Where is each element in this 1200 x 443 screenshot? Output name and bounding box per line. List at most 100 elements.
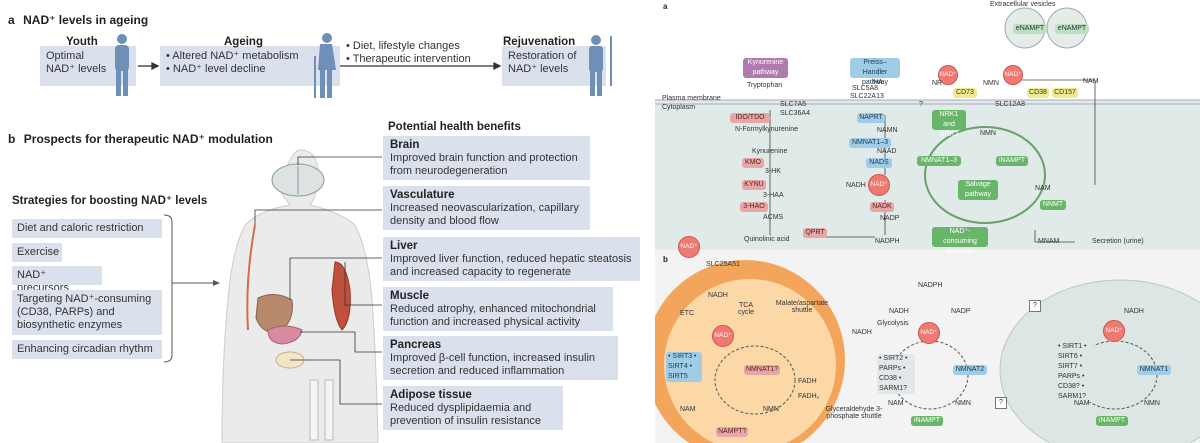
rejuvenation-heading: Rejuvenation xyxy=(503,36,576,48)
ageing-heading: Ageing xyxy=(224,36,263,48)
strategy-item: Exercise xyxy=(12,243,62,262)
nmnat13-label: NMNAT1–3 xyxy=(849,138,891,148)
benefit-title: Adipose tissue xyxy=(390,389,472,401)
rejuvenated-figure-icon xyxy=(589,35,612,96)
section-b-letter: b xyxy=(8,132,16,146)
benefit-adipose: Adipose tissue Reduced dysplipidaemia an… xyxy=(383,386,563,430)
cd73-label: CD73 xyxy=(953,88,977,98)
strategies-title: Strategies for boosting NAD⁺ levels xyxy=(12,195,208,207)
nadh-nuc-label: NADH xyxy=(1124,308,1144,315)
nad-node: NAD⁺ xyxy=(1103,320,1125,342)
intervention-item1: • Diet, lifestyle changes xyxy=(346,40,460,52)
etc-label: ETC xyxy=(680,310,694,317)
benefit-title: Pancreas xyxy=(390,339,442,351)
ageing-box: • Altered NAD⁺ metabolism • NAD⁺ level d… xyxy=(160,46,340,86)
muscle-icon xyxy=(331,261,351,331)
youth-line1: Optimal xyxy=(46,50,84,62)
strategy-item: Targeting NAD⁺-consuming (CD38, PARPs) a… xyxy=(12,290,162,335)
cd157-label: CD157 xyxy=(1052,88,1078,98)
nads-label: NADS xyxy=(866,158,892,168)
slc12a8-label: SLC12A8 xyxy=(995,101,1025,108)
nad-consuming-box: NAD⁺-consuming enzymes xyxy=(932,227,988,255)
benefit-title: Brain xyxy=(390,139,420,151)
nmnat2-label: NMNAT2 xyxy=(953,365,987,375)
nad-node: NAD⁺ xyxy=(938,65,958,85)
fadh-label: FADH xyxy=(798,378,817,385)
benefit-text: Improved β-cell function, increased insu… xyxy=(390,352,596,377)
ido-tdo-label: IDO/TDO xyxy=(730,113,770,123)
three-hk-label: 3-HK xyxy=(765,168,781,175)
section-a-title: NAD⁺ levels in ageing xyxy=(23,13,149,27)
n-formyl-label: N-Formylkynurenine xyxy=(735,126,799,133)
glycolysis-label: Glycolysis xyxy=(877,320,909,327)
nmn-inner-label: NMN xyxy=(980,130,996,137)
youth-figure-icon xyxy=(115,34,129,96)
benefit-title: Vasculature xyxy=(390,189,455,201)
slc25a51-label: SLC25A51 xyxy=(706,261,740,268)
nmn-mito-label: NMN xyxy=(763,406,779,413)
inampt-nuc-label: iNAMPT xyxy=(1096,416,1128,426)
section-b-title: Prospects for therapeutic NAD⁺ modulatio… xyxy=(23,132,273,146)
qprt-label: QPRT xyxy=(803,228,827,238)
three-hao-label: 3-HAO xyxy=(740,202,768,212)
extracellular-vesicles-label: Extracellular vesicles xyxy=(990,1,1056,8)
ageing-figures xyxy=(115,33,612,98)
nam-nuc-label: NAM xyxy=(1074,400,1090,407)
nmn-cyto-label: NMN xyxy=(955,400,971,407)
right-a-letter: a xyxy=(663,2,668,11)
kynurenine-pathway-box: Kynurenine pathway xyxy=(743,58,788,78)
enampt-label: eNAMPT xyxy=(1055,24,1089,34)
nad-node: NAD⁺ xyxy=(868,174,890,196)
nadph-label: NADPH xyxy=(875,238,900,245)
cyto-consumers-label: • SIRT2 • PARPs • CD38 • SARM1? xyxy=(877,354,915,394)
benefit-text: Improved brain function and protection f… xyxy=(390,152,578,177)
tryptophan-label: Tryptophan xyxy=(747,82,783,89)
three-haa-label: 3-HAA xyxy=(763,192,784,199)
slc36a4-label: SLC36A4 xyxy=(780,110,810,117)
salvage-pathway-box: Salvage pathway xyxy=(958,180,998,200)
nam-mito-label: NAM xyxy=(680,406,696,413)
benefit-text: Increased neovascularization, capillary … xyxy=(390,202,579,227)
nadp-cyto-label: NADP xyxy=(951,308,971,315)
nmn-nuc-label: NMN xyxy=(1144,400,1160,407)
benefit-text: Improved liver function, reduced hepatic… xyxy=(390,253,632,278)
nadp-label: NADP xyxy=(880,215,900,222)
acms-label: ACMS xyxy=(763,214,784,221)
naprt-label: NAPRT xyxy=(857,113,885,123)
fadh2-label: FADH₂ xyxy=(798,393,820,400)
liver-icon xyxy=(255,294,293,334)
secretion-label: Secretion (urine) xyxy=(1092,238,1144,245)
benefit-text: Reduced dysplipidaemia and prevention of… xyxy=(390,402,542,427)
preiss-handler-box: Preiss–Handler pathway xyxy=(850,58,900,86)
plasma-membrane-label: Plasma membrane xyxy=(662,95,721,102)
interventions: • Diet, lifestyle changes • Therapeutic … xyxy=(346,40,471,66)
quinolinic-label: Quinolinic acid xyxy=(744,236,790,243)
question-box: ? xyxy=(995,397,1007,409)
rejuvenation-line1: Restoration of xyxy=(508,50,577,62)
slc5a8-label: SLC5A8 xyxy=(852,85,879,92)
mnam-label: MNAM xyxy=(1038,238,1060,245)
malate-shuttle-label: Malate/aspartate shuttle xyxy=(775,300,829,314)
g3p-shuttle-label: Glyceraldehyde 3-phosphate shuttle xyxy=(825,406,883,420)
nam-label: NAM xyxy=(1083,78,1099,85)
cd38-label: CD38 xyxy=(1027,88,1049,98)
benefit-title: Liver xyxy=(390,240,418,252)
youth-heading: Youth xyxy=(66,36,98,48)
nad-node: NAD⁺ xyxy=(678,236,700,258)
nad-node: NAD⁺ xyxy=(712,325,734,347)
nadh-cyto-label: NADH xyxy=(889,308,909,315)
nad-node: NAD⁺ xyxy=(918,322,940,344)
nampt-mito-label: NAMPT? xyxy=(716,427,748,437)
nam-inner-label: NAM xyxy=(1035,185,1051,192)
nadh-mito-label: NADH xyxy=(708,292,728,299)
enampt-label: eNAMPT xyxy=(1013,24,1047,34)
vessel-icon xyxy=(246,224,256,331)
nadph-cyto-label: NADPH xyxy=(918,282,943,289)
question-box: ? xyxy=(1029,300,1041,312)
strategy-bracket xyxy=(163,214,215,363)
body-diagram xyxy=(163,149,382,443)
nad-node: NAD⁺ xyxy=(1003,65,1023,85)
question-label: ? xyxy=(919,101,923,108)
nnmt-label: NNMT xyxy=(1040,200,1066,210)
intervention-item2: • Therapeutic intervention xyxy=(346,53,471,65)
